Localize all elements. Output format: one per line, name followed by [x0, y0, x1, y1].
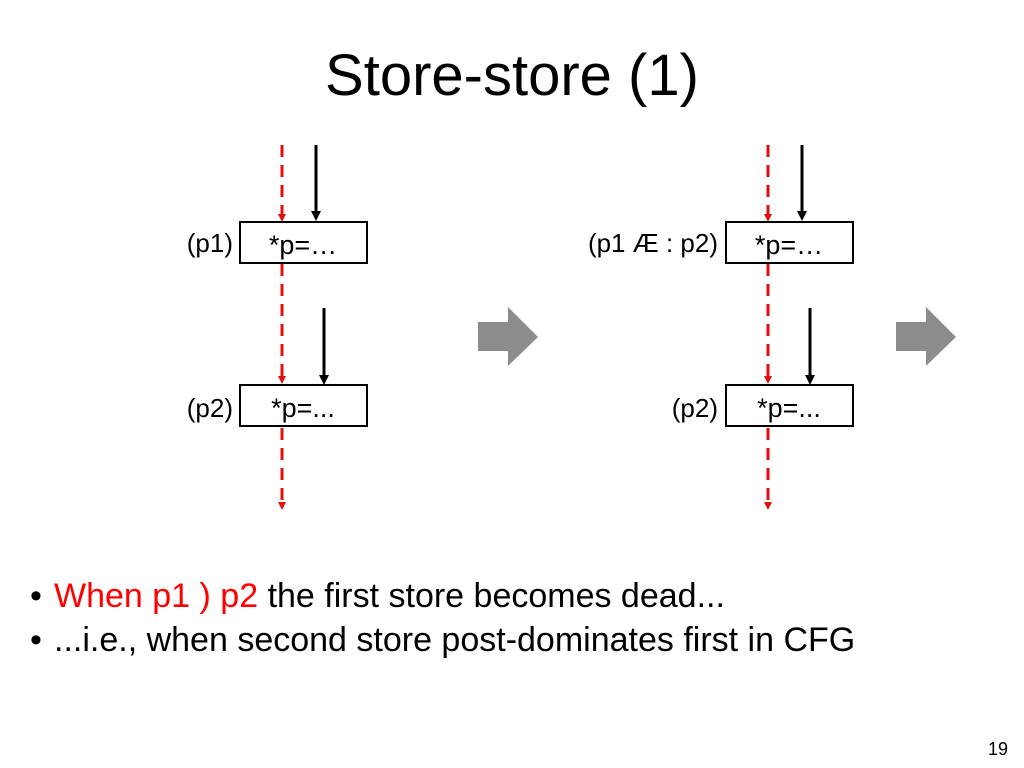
store-box-p2: [725, 384, 854, 427]
right-diagram: *p=… *p=... (p1 Æ : p2) (p2): [588, 145, 854, 510]
right-arrow-icon: [478, 307, 538, 366]
store-box-p2: [239, 384, 368, 427]
store-box-p1-text: *p=…: [755, 230, 823, 260]
store-box-p1: [725, 221, 854, 264]
bullet-list: • When p1 ) p2 the first store becomes de…: [30, 574, 1010, 662]
bullet-item-dead-store: • When p1 ) p2 the first store becomes de…: [30, 574, 1010, 618]
left-diagram: *p=… *p=... (p1) (p2): [187, 145, 368, 510]
store-box-p1: [239, 221, 368, 264]
slide-number: 19: [987, 739, 1008, 759]
bullet-item-post-dominates: • ...i.e., when second store post-dominat…: [30, 618, 1010, 662]
label-p1-not-p2: (p1 Æ : p2): [588, 228, 718, 258]
label-p2: (p2): [187, 393, 233, 423]
label-p2: (p2): [672, 393, 718, 423]
label-p1: (p1): [187, 228, 233, 258]
bullet-dot-icon: •: [30, 621, 42, 659]
store-box-p2-text: *p=...: [271, 393, 335, 423]
bullet-text: ...i.e., when second store post-dominate…: [54, 621, 856, 659]
store-box-p2-text: *p=...: [757, 393, 821, 423]
bullet-dot-icon: •: [30, 577, 42, 615]
right-arrow-icon: [896, 307, 956, 366]
store-box-p1-text: *p=…: [269, 230, 337, 260]
slide-title: Store-store (1): [325, 43, 699, 108]
bullet-text: the first store becomes dead...: [258, 577, 725, 615]
bullet-red-condition: When p1 ) p2: [54, 577, 259, 615]
